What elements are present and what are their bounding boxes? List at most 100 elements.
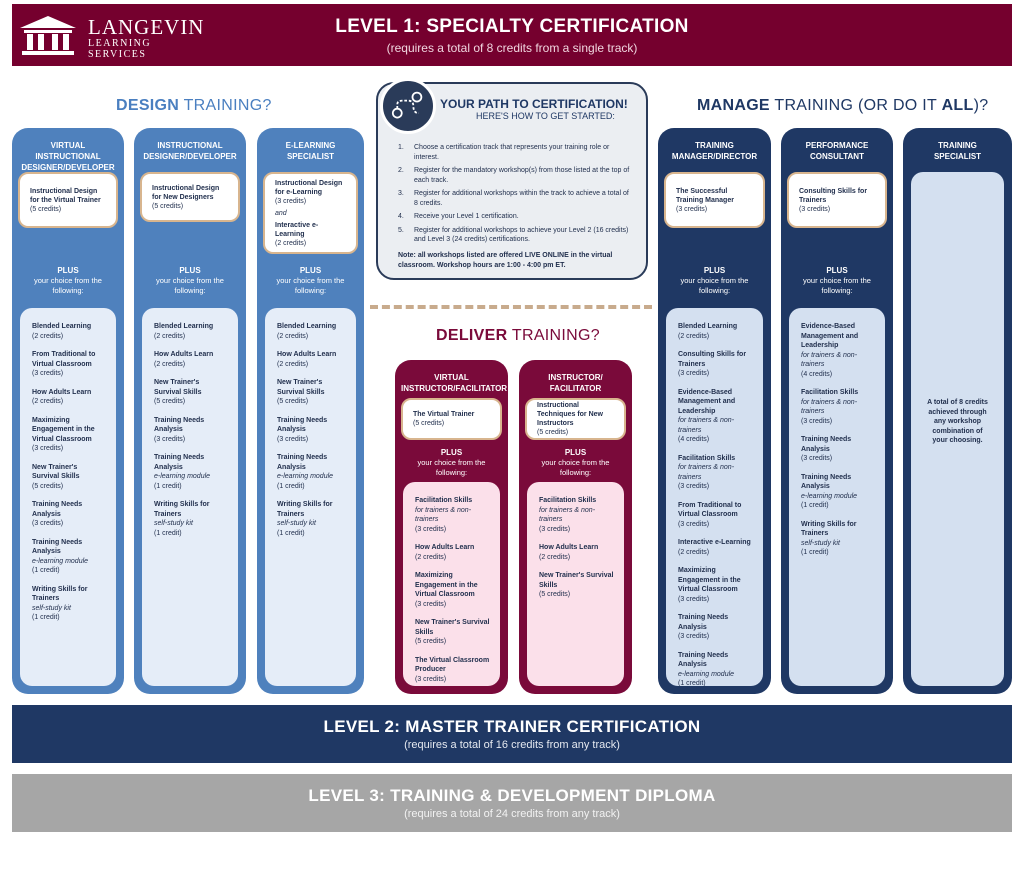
path-title: YOUR PATH TO CERTIFICATION! (440, 97, 628, 111)
mandatory-workshop-credits: (5 credits) (413, 420, 445, 427)
option-workshop-credits: (1 credit) (277, 482, 305, 490)
training-specialist-text: A total of 8 credits achieved through an… (927, 399, 988, 444)
option-workshop[interactable]: Blended Learning(2 credits) (154, 322, 228, 341)
level3-banner: LEVEL 3: TRAINING & DEVELOPMENT DIPLOMA … (12, 774, 1012, 832)
option-workshop[interactable]: New Trainer's Survival Skills(5 credits) (415, 618, 490, 647)
mandatory-workshop-box[interactable]: Instructional Design for New Designers(5… (140, 172, 240, 222)
option-workshop[interactable]: Training Needs Analysis(3 credits) (277, 416, 346, 445)
langevin-logo[interactable]: LANGEVIN LEARNING SERVICES (18, 12, 208, 60)
mandatory-workshop-box[interactable]: Instructional Techniques for New Instruc… (525, 398, 626, 440)
track-title: VIRTUAL INSTRUCTOR/FACILITATOR (401, 373, 508, 393)
option-workshop[interactable]: Training Needs Analysis(3 credits) (32, 500, 106, 529)
option-workshop[interactable]: Training Needs Analysis (3 credits) (678, 613, 753, 642)
option-workshop[interactable]: How Adults Learn(2 credits) (539, 543, 614, 562)
option-workshop[interactable]: New Trainer's Survival Skills (5 credits) (277, 378, 346, 407)
option-workshop[interactable]: New Trainer's Survival Skills(5 credits) (539, 571, 614, 600)
option-workshop-credits: (3 credits) (678, 483, 710, 490)
option-workshop[interactable]: Evidence-Based Management and Leadership… (801, 322, 875, 379)
option-workshop-credits: (2 credits) (678, 548, 710, 556)
option-workshop[interactable]: Blended Learning(2 credits) (678, 322, 753, 341)
mandatory-workshop-box[interactable]: The Virtual Trainer(5 credits) (401, 398, 502, 440)
option-workshop[interactable]: The Virtual Classroom Producer(3 credits… (415, 656, 490, 685)
track-instructional-designer: INSTRUCTIONAL DESIGNER/DEVELOPER Instruct… (134, 128, 246, 694)
option-workshop[interactable]: Blended Learning(2 credits) (277, 322, 346, 341)
option-workshop-credits: (5 credits) (415, 638, 447, 645)
option-workshop-credits: (1 credit) (32, 614, 60, 621)
path-step: 2.Register for the mandatory workshop(s)… (398, 167, 630, 184)
option-workshop[interactable]: Blended Learning(2 credits) (32, 322, 106, 341)
option-workshop[interactable]: New Trainer's Survival Skills(5 credits) (32, 463, 106, 492)
option-workshop[interactable]: Interactive e-Learning (2 credits) (678, 538, 753, 557)
option-workshop[interactable]: How Adults Learn(2 credits) (154, 350, 228, 369)
brand-tagline: LEARNING SERVICES (88, 38, 152, 60)
mandatory-workshop-name: Instructional Design for e-Learning (275, 179, 343, 196)
option-workshop-credits: (3 credits) (32, 370, 64, 377)
option-workshop-name: New Trainer's Survival Skills (277, 379, 325, 396)
option-workshop-note: for trainers & non-trainers (678, 464, 735, 481)
option-workshop-name: Training Needs Analysis (801, 436, 852, 453)
option-workshop-credits: (5 credits) (277, 398, 309, 405)
option-workshop-name: Writing Skills for Trainers (801, 520, 857, 538)
mandatory-workshop-name: Instructional Design for the Virtual Tra… (30, 187, 101, 204)
option-workshop-name: Interactive e-Learning (678, 539, 751, 546)
option-workshop[interactable]: Maximizing Engagement in the Virtual Cla… (32, 416, 106, 454)
mandatory-workshop-box[interactable]: Instructional Design for the Virtual Tra… (18, 172, 118, 228)
level3-title: LEVEL 3: TRAINING & DEVELOPMENT DIPLOMA (308, 786, 716, 805)
option-workshop-note: self-study kit (32, 604, 71, 612)
track-options: Blended Learning(2 credits) How Adults Le… (265, 308, 356, 686)
option-workshop-name: Training Needs Analysis (678, 651, 729, 669)
path-steps: 1.Choose a certification track that repr… (398, 143, 632, 249)
option-workshop[interactable]: Evidence-Based Management and Leadership… (678, 388, 753, 445)
option-workshop-name: Training Needs Analysis (32, 538, 83, 556)
option-workshop[interactable]: Maximizing Engagement in the Virtual Cla… (415, 571, 490, 609)
option-workshop[interactable]: Training Needs Analysis(3 credits) (154, 416, 228, 445)
option-workshop[interactable]: How Adults Learn(2 credits) (415, 543, 490, 562)
option-workshop-name: Maximizing Engagement in the Virtual Cla… (415, 572, 478, 598)
option-workshop[interactable]: From Traditional to Virtual Classroom(3 … (678, 501, 753, 530)
track-title: E-LEARNING SPECIALIST (285, 141, 336, 161)
mandatory-workshop-box[interactable]: Consulting Skills for Trainers(3 credits… (787, 172, 887, 228)
option-workshop[interactable]: How Adults Learn(2 credits) (277, 350, 346, 369)
option-workshop-name: Consulting Skills for Trainers (678, 351, 747, 368)
option-workshop[interactable]: Maximizing Engagement in the Virtual Cla… (678, 566, 753, 604)
mandatory-workshop-credits: (5 credits) (30, 205, 62, 213)
option-workshop-note: for trainers & non-trainers (678, 417, 735, 434)
track-title: INSTRUCTOR/ FACILITATOR (548, 373, 603, 393)
option-workshop-credits: (3 credits) (678, 520, 710, 528)
option-workshop-credits: (3 credits) (277, 435, 309, 443)
option-workshop[interactable]: Consulting Skills for Trainers(3 credits… (678, 350, 753, 379)
option-workshop[interactable]: From Traditional to Virtual Classroom(3 … (32, 350, 106, 379)
option-workshop-name: Blended Learning (277, 323, 337, 330)
option-workshop[interactable]: How Adults Learn(2 credits) (32, 388, 106, 407)
option-workshop-credits: (3 credits) (678, 633, 710, 640)
path-step: 1.Choose a certification track that repr… (398, 144, 610, 161)
level2-banner: LEVEL 2: MASTER TRAINER CERTIFICATION (r… (12, 705, 1012, 763)
option-workshop-name: Training Needs Analysis (678, 614, 729, 631)
track-title: INSTRUCTIONAL DESIGNER/DEVELOPER (143, 141, 237, 161)
option-workshop-credits: (2 credits) (539, 553, 571, 561)
mandatory-workshop-box[interactable]: The Successful Training Manager(3 credit… (664, 172, 765, 228)
mandatory-workshop-box[interactable]: Instructional Design for e-Learning(3 cr… (263, 172, 358, 254)
option-workshop-name: Evidence-Based Management and Leadership (678, 388, 736, 415)
option-workshop[interactable]: Training Needs Analysis(3 credits) (801, 435, 875, 464)
option-workshop-credits: (3 credits) (801, 417, 833, 425)
option-workshop-note: for trainers & non-trainers (539, 506, 596, 524)
option-workshop[interactable]: New Trainer's Survival Skills(5 credits) (154, 378, 228, 407)
option-workshop-credits: (4 credits) (801, 370, 833, 378)
